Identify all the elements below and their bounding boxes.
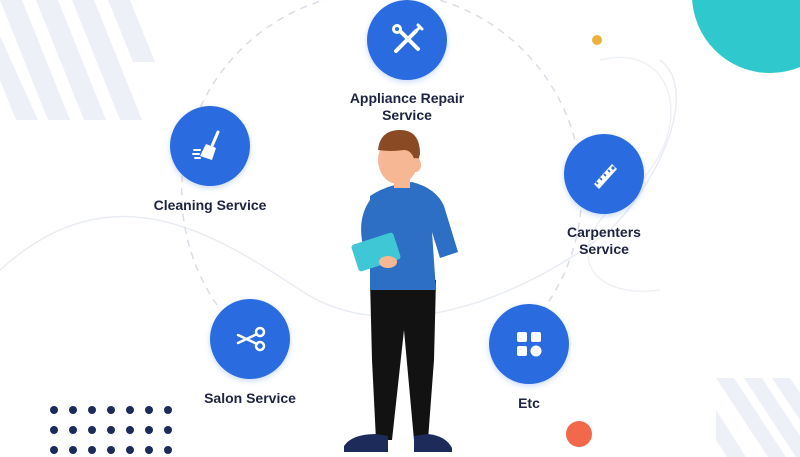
decor-dot <box>164 446 172 454</box>
decor-dot <box>69 406 77 414</box>
decor-dot <box>145 426 153 434</box>
broom-icon <box>192 130 220 160</box>
orange-dot <box>566 421 592 447</box>
etc-label: Etc <box>449 395 609 412</box>
decor-dot <box>145 446 153 454</box>
decor-dot <box>145 406 153 414</box>
decor-dot <box>50 446 58 454</box>
saw-icon <box>594 164 617 189</box>
decor-dot <box>164 426 172 434</box>
decor-dot <box>107 406 115 414</box>
decor-dot <box>88 406 96 414</box>
appliance-repair-button[interactable] <box>367 0 447 80</box>
decor-dot <box>69 426 77 434</box>
decor-dot <box>69 446 77 454</box>
decor-dot <box>50 406 58 414</box>
cleaning-service-button[interactable] <box>170 106 250 186</box>
carpenters-service-label-line1: Carpenters <box>567 224 641 240</box>
appliance-repair-label-line2: Service <box>382 107 432 123</box>
carpenters-service-label: Carpenters Service <box>524 224 684 258</box>
decor-dot <box>126 446 134 454</box>
appliance-repair-label-line1: Appliance Repair <box>349 90 465 106</box>
carpenters-service-button[interactable] <box>564 134 644 214</box>
etc-button[interactable] <box>489 304 569 384</box>
cleaning-service-label-line1: Cleaning Service <box>153 197 267 213</box>
decor-dot <box>164 406 172 414</box>
wrench-screwdriver-icon <box>392 23 424 53</box>
cleaning-service-label: Cleaning Service <box>130 197 290 214</box>
decor-dot <box>107 446 115 454</box>
etc-label-line1: Etc <box>518 395 540 411</box>
decor-dot <box>88 446 96 454</box>
apps-grid-icon <box>517 332 542 357</box>
diagonal-stripes-top-left <box>0 0 155 120</box>
salon-service-label: Salon Service <box>170 390 330 407</box>
dot-grid <box>50 406 172 454</box>
decor-dot <box>88 426 96 434</box>
person <box>344 130 458 452</box>
carpenters-service-label-line2: Service <box>579 241 629 257</box>
decor-dot <box>126 406 134 414</box>
salon-service-label-line1: Salon Service <box>204 390 296 406</box>
gold-dot <box>592 35 602 45</box>
decor-dot <box>107 426 115 434</box>
teal-blob <box>692 0 800 73</box>
decor-dot <box>126 426 134 434</box>
salon-service-button[interactable] <box>210 299 290 379</box>
diagonal-stripes-bottom-right <box>716 378 800 457</box>
scissors-icon <box>236 326 266 352</box>
decor-dot <box>50 426 58 434</box>
appliance-repair-label: Appliance Repair Service <box>327 90 487 124</box>
